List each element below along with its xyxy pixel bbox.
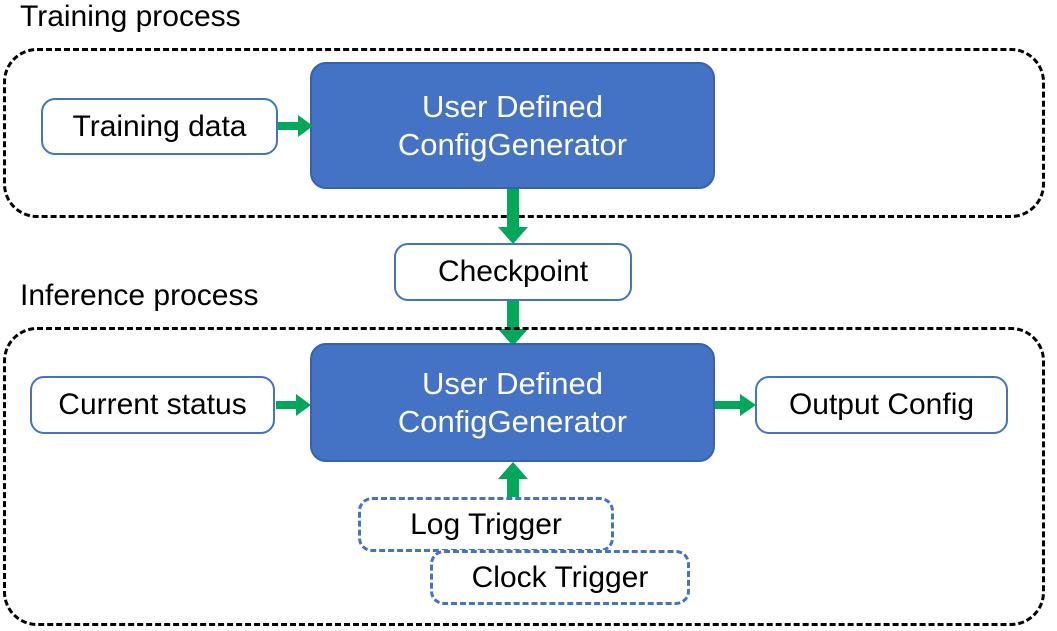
training-process-container (3, 48, 1045, 218)
clock-trigger-node[interactable]: Clock Trigger (430, 550, 690, 605)
inference-process-container (3, 327, 1045, 626)
checkpoint-node[interactable]: Checkpoint (394, 243, 632, 301)
training-process-line2: ConfigGenerator (397, 126, 628, 162)
arrow-checkpoint-to-inference-process-icon (497, 301, 529, 347)
log-trigger-node[interactable]: Log Trigger (358, 497, 614, 552)
output-config-node[interactable]: Output Config (755, 376, 1008, 434)
inference-process-line1: User Defined (422, 365, 603, 401)
arrow-current-status-to-process-icon (276, 391, 312, 419)
current-status-node[interactable]: Current status (30, 376, 275, 434)
arrow-process-to-output-config-icon (715, 391, 757, 419)
training-process-label: Training process (20, 0, 241, 33)
training-data-node[interactable]: Training data (41, 98, 278, 155)
arrow-triggers-to-process-icon (497, 462, 529, 502)
inference-process-label: Inference process (20, 279, 259, 312)
inference-config-generator-node[interactable]: User Defined ConfigGenerator (310, 343, 715, 462)
training-config-generator-node[interactable]: User Defined ConfigGenerator (310, 62, 715, 189)
training-process-line1: User Defined (422, 88, 603, 124)
inference-process-line2: ConfigGenerator (397, 403, 628, 439)
arrow-training-data-to-process-icon (278, 112, 314, 140)
arrow-training-process-to-checkpoint-icon (497, 189, 529, 245)
